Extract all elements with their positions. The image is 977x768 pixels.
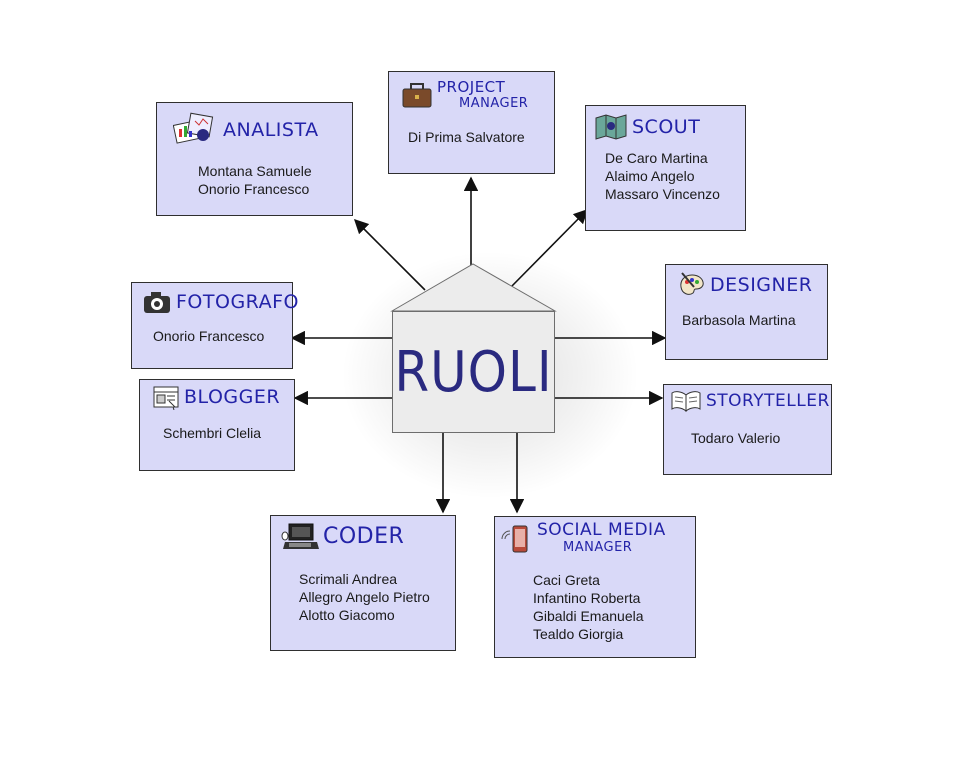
member-analista-2: Onorio Francesco — [198, 181, 310, 197]
smartphone-icon — [499, 521, 533, 555]
role-title-project-manager: PROJECT MANAGER — [437, 78, 529, 111]
map-icon — [594, 114, 628, 140]
member-project-manager-1: Di Prima Salvatore — [408, 129, 525, 145]
role-title-scout: SCOUT — [632, 115, 701, 138]
role-title-coder: CODER — [323, 524, 405, 549]
center-node: RUOLI — [392, 311, 555, 433]
center-title: RUOLI — [394, 339, 553, 405]
member-storyteller-1: Todaro Valerio — [691, 430, 781, 446]
role-card-designer: DESIGNER Barbasola Martina — [665, 264, 828, 360]
role-title-manager: MANAGER — [459, 96, 529, 111]
member-social-media-manager-3: Gibaldi Emanuela — [533, 608, 644, 624]
member-coder-1: Scrimali Andrea — [299, 571, 398, 587]
member-coder-2: Allegro Angelo Pietro — [299, 589, 430, 605]
web-page-icon — [152, 384, 180, 411]
member-social-media-manager-4: Tealdo Giorgia — [533, 626, 624, 642]
laptop-icon — [281, 522, 319, 552]
role-title-manager-2: MANAGER — [563, 540, 633, 555]
palette-icon — [678, 271, 706, 299]
role-title-fotografo: FOTOGRAFO — [176, 290, 299, 313]
role-title-blogger: BLOGGER — [184, 385, 281, 408]
role-title-social-media: SOCIAL MEDIA — [537, 520, 666, 540]
member-fotografo-1: Onorio Francesco — [153, 328, 265, 344]
member-coder-3: Alotto Giacomo — [299, 607, 395, 623]
role-card-social-media-manager: SOCIAL MEDIA MANAGER Caci Greta Infantin… — [494, 516, 696, 658]
role-title-storyteller: STORYTELLER — [706, 390, 830, 411]
role-card-blogger: BLOGGER Schembri Clelia — [139, 379, 295, 471]
member-analista-1: Montana Samuele — [198, 163, 312, 179]
role-card-storyteller: STORYTELLER Todaro Valerio — [663, 384, 832, 475]
charts-icon — [172, 111, 219, 149]
member-scout-1: De Caro Martina — [605, 150, 708, 166]
role-card-fotografo: FOTOGRAFO Onorio Francesco — [131, 282, 298, 369]
member-scout-2: Alaimo Angelo — [605, 168, 695, 184]
role-title-project: PROJECT — [437, 78, 506, 96]
role-title-analista: ANALISTA — [223, 118, 319, 141]
briefcase-icon — [401, 80, 433, 110]
member-scout-3: Massaro Vincenzo — [605, 186, 720, 202]
open-book-icon — [670, 389, 702, 413]
role-card-analista: ANALISTA Montana Samuele Onorio Francesc… — [156, 102, 353, 216]
camera-icon — [142, 289, 172, 315]
member-designer-1: Barbasola Martina — [682, 312, 796, 328]
member-social-media-manager-1: Caci Greta — [533, 572, 600, 588]
role-card-project-manager: PROJECT MANAGER Di Prima Salvatore — [388, 71, 555, 174]
arrow-to-analista — [353, 218, 426, 291]
arrow-to-scout — [509, 208, 589, 289]
role-title-social-media-manager: SOCIAL MEDIA MANAGER — [537, 520, 666, 555]
role-card-scout: SCOUT De Caro Martina Alaimo Angelo Mass… — [585, 105, 746, 231]
role-card-coder: CODER Scrimali Andrea Allegro Angelo Pie… — [270, 515, 456, 651]
role-title-designer: DESIGNER — [710, 273, 813, 296]
member-blogger-1: Schembri Clelia — [163, 425, 262, 441]
member-social-media-manager-2: Infantino Roberta — [533, 590, 641, 606]
